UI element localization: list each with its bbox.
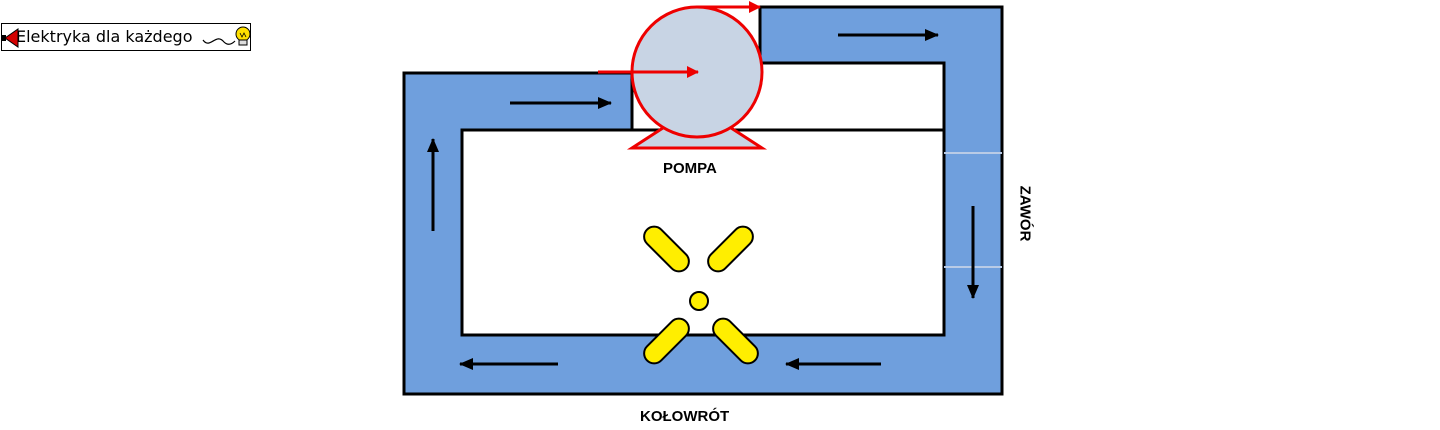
turbine-blade bbox=[643, 225, 690, 273]
pump-label: POMPA bbox=[663, 160, 717, 177]
turbine-label: KOŁOWRÓT bbox=[640, 408, 730, 425]
turbine-hub bbox=[689, 291, 709, 311]
valve-label: ZAWÓR bbox=[1016, 185, 1034, 242]
logo: Elektryka dla każdego bbox=[1, 23, 251, 51]
turbine-blade bbox=[643, 317, 690, 365]
plug-icon bbox=[2, 28, 19, 48]
logo-text: Elektryka dla każdego bbox=[16, 27, 193, 46]
lightbulb-icon bbox=[235, 26, 251, 46]
flow-arrows bbox=[427, 29, 979, 370]
logo-graphics bbox=[2, 26, 251, 48]
pump bbox=[598, 1, 768, 150]
wire bbox=[202, 38, 236, 45]
turbine-blade bbox=[707, 225, 754, 273]
turbine-blade bbox=[712, 317, 759, 365]
turbine bbox=[643, 225, 759, 365]
